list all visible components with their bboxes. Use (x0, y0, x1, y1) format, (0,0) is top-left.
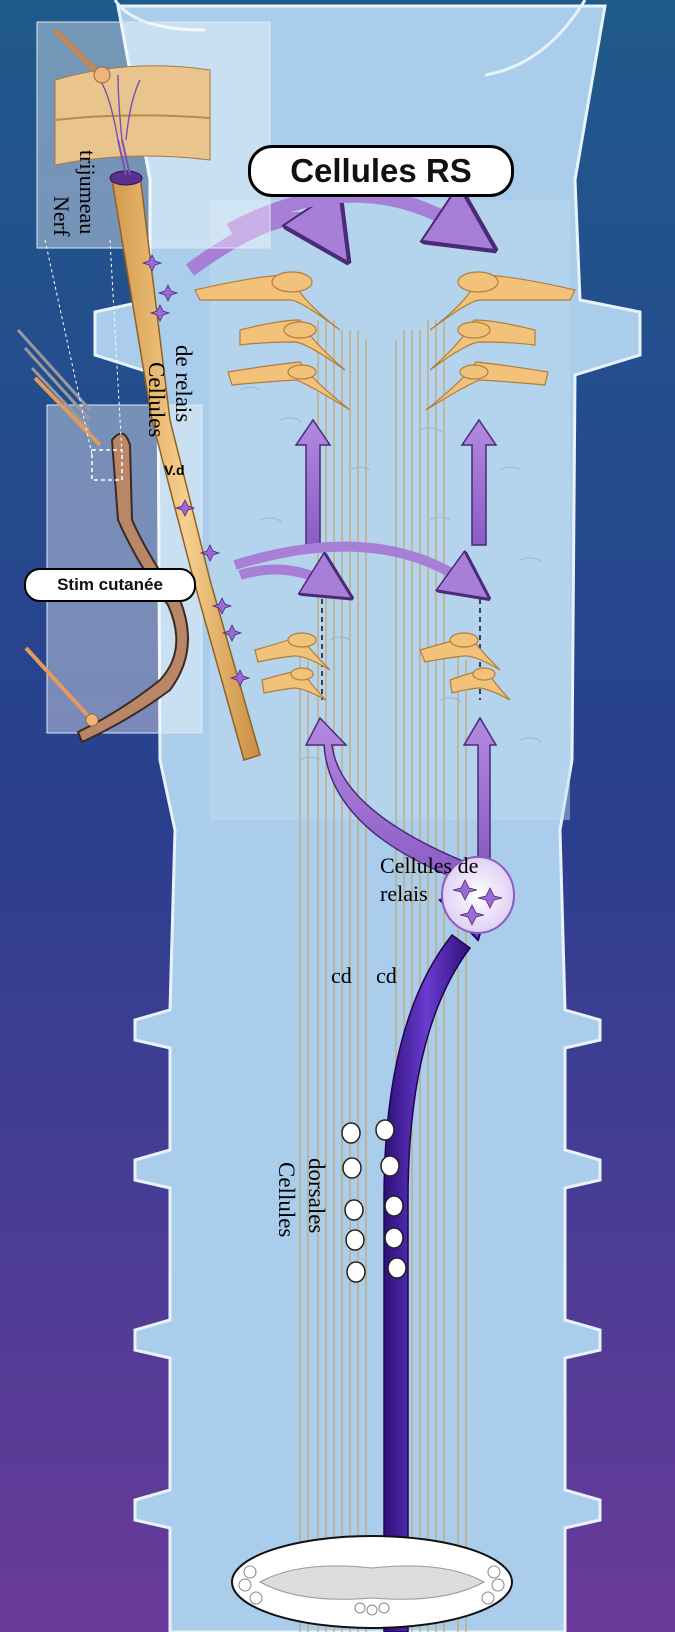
probe-tail-tip (86, 714, 98, 726)
cd-right-label: cd (376, 965, 397, 987)
vd-label: V.d (164, 463, 185, 477)
cellules-relais-vert-1: Cellules (145, 362, 168, 437)
cross-section-grey-matter (260, 1566, 484, 1599)
cd-left-label: cd (331, 965, 352, 987)
cellules-dorsales-line-2: dorsales (305, 1158, 328, 1233)
cellules-de-relais-line-1: Cellules de (380, 855, 478, 877)
cellules-dorsales-line-1: Cellules (275, 1162, 298, 1237)
trijumeau-label: trijumeau (76, 150, 98, 234)
probe-top-tip (94, 67, 110, 83)
cellules-relais-vert-2: de relais (172, 345, 195, 422)
nerf-label: Nerf (50, 196, 72, 236)
stim-cutanee-label: Stim cutanée (24, 568, 196, 602)
cellules-de-relais-line-2: relais (380, 883, 428, 905)
cellules-rs-label: Cellules RS (248, 145, 514, 197)
